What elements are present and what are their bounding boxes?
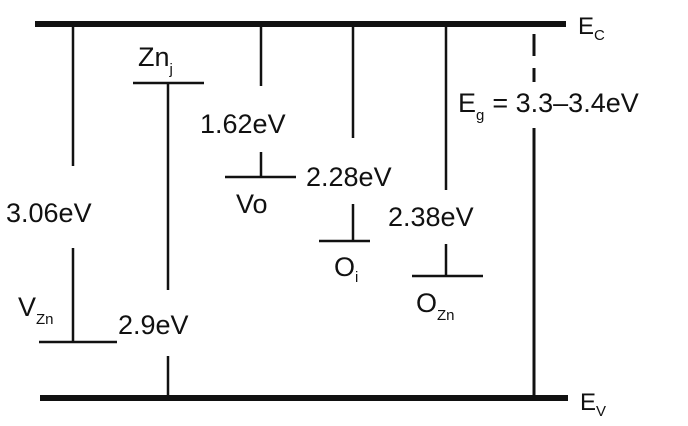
vzn-symbol-label: VZn	[18, 292, 54, 328]
vo-symbol-label: Vo	[236, 189, 268, 219]
ozn-energy-label: 2.38eV	[388, 202, 474, 232]
valence-band-label: EV	[580, 389, 606, 420]
oi-symbol-label: Oi	[334, 252, 358, 286]
znj-energy-label: 2.9eV	[118, 310, 189, 340]
conduction-band-label: EC	[578, 13, 605, 44]
oi-energy-label: 2.28eV	[306, 162, 392, 192]
band-gap-label: Eg= 3.3–3.4eV	[458, 88, 639, 124]
ozn-symbol-label: OZn	[416, 288, 455, 324]
vzn-energy-label: 3.06eV	[6, 198, 92, 228]
vo-energy-label: 1.62eV	[200, 109, 286, 139]
znj-symbol-label: Znj	[138, 42, 173, 78]
